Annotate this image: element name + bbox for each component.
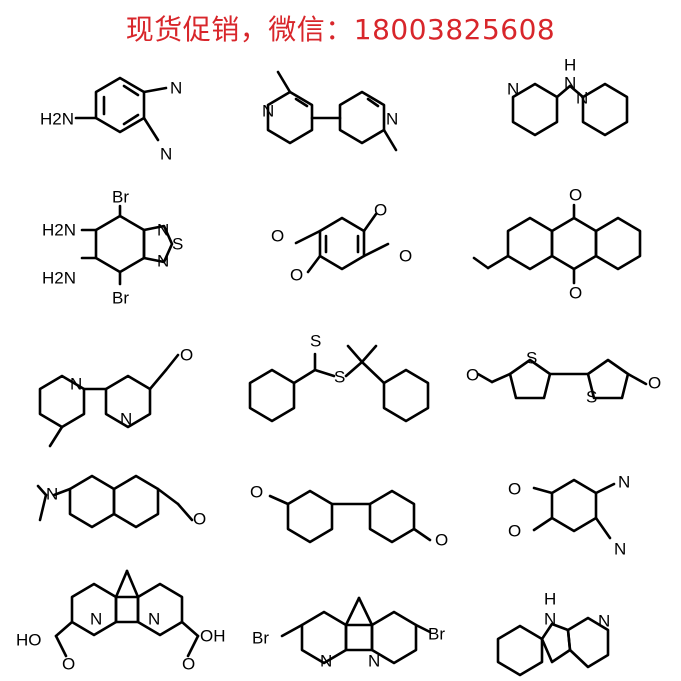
label-o: O (466, 365, 479, 384)
label-o: O (182, 654, 195, 673)
label-n: N (618, 472, 630, 491)
label-o: O (193, 509, 206, 528)
promo-banner: 现货促销，微信：18003825608 (125, 13, 556, 46)
molecule-dimethoxy-terephthalaldehyde: O O O O (271, 200, 412, 284)
molecule-biphenyl-dicarboxaldehyde: O O (250, 482, 448, 549)
label-n: N (507, 79, 519, 98)
molecule-dimethylamino-naphthaldehyde: N O (36, 474, 206, 528)
label-o: O (435, 530, 448, 549)
label-o: O (569, 185, 582, 204)
label-n: N (544, 609, 556, 628)
label-o: O (508, 521, 521, 540)
label-s: S (526, 348, 537, 367)
label-n: N (160, 144, 172, 163)
label-h: H (544, 589, 556, 608)
label-o: O (180, 345, 193, 364)
molecule-dimethoxy-phthalonitrile: O O N N (508, 472, 630, 558)
label-n: N (120, 409, 132, 428)
label-n: N (614, 539, 626, 558)
label-br: Br (112, 187, 129, 206)
label-n: N (386, 109, 398, 128)
label-n: N (598, 611, 610, 630)
label-s: S (334, 367, 345, 386)
label-n: N (90, 609, 102, 628)
molecule-dibromo-benzothiadiazole-diamine: Br H2N H2N N S N Br (42, 187, 183, 307)
label-br: Br (428, 624, 445, 643)
molecule-methyl-bipyridine-carboxaldehyde: N N O (38, 345, 193, 448)
label-ho: HO (16, 630, 42, 649)
label-n: N (148, 609, 160, 628)
label-s: S (310, 331, 321, 350)
label-n: N (170, 78, 182, 97)
label-br: Br (112, 288, 129, 307)
label-br: Br (252, 628, 269, 647)
label-n: N (320, 651, 332, 670)
molecule-phenanthroline-dicarboxylic-acid: HO O N N OH O (16, 569, 226, 673)
label-n: N (70, 374, 82, 393)
label-n: N (46, 484, 58, 503)
label-o: O (62, 654, 75, 673)
label-o: O (374, 200, 387, 219)
label-o: O (508, 479, 521, 498)
label-o: O (399, 246, 412, 265)
molecule-bithiophene-dicarboxaldehyde: O S S O (466, 348, 661, 406)
molecule-dipyridylamine: N H N N (507, 55, 629, 137)
label-o: O (290, 265, 303, 284)
label-n: N (262, 101, 274, 120)
label-h2n: H2N (42, 268, 76, 287)
label-o: O (250, 482, 263, 501)
label-o: O (648, 373, 661, 392)
label-n: N (564, 73, 576, 92)
label-h: H (564, 55, 576, 74)
label-n: N (157, 251, 169, 270)
label-h2n: H2N (42, 220, 76, 239)
label-o: O (569, 283, 582, 302)
molecule-azacarbazole: H N N (496, 589, 610, 677)
label-n: N (368, 651, 380, 670)
label-o: O (271, 226, 284, 245)
molecule-cumyl-dithiobenzoate: S S (248, 331, 430, 423)
label-h2n: H2N (40, 109, 74, 128)
label-oh: OH (200, 626, 226, 645)
molecule-aminophthalonitrile: H2N N N (40, 76, 182, 163)
label-n: N (576, 88, 588, 107)
molecule-dimethyl-bipyridine: N N (262, 70, 398, 152)
molecule-dibromo-phenanthroline: Br N N Br (252, 596, 445, 670)
label-s: S (172, 234, 183, 253)
label-s: S (586, 387, 597, 406)
label-n: N (157, 220, 169, 239)
molecule-ethyl-tetrahydroanthraquinone: O O (472, 185, 642, 302)
